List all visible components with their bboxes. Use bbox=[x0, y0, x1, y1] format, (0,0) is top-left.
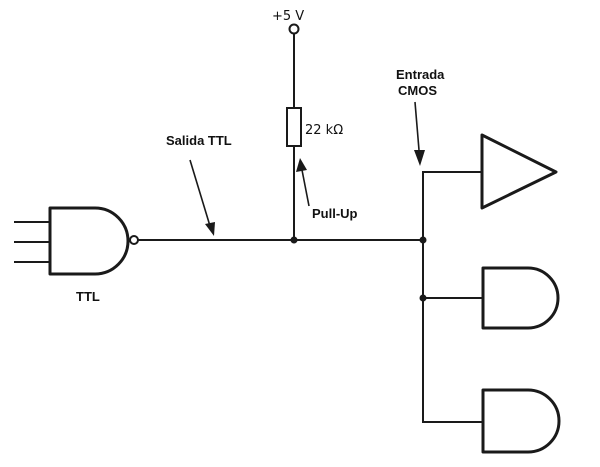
supply-terminal: +5 V bbox=[272, 9, 304, 35]
pull-up-resistor bbox=[286, 107, 302, 147]
ttl-output-arrow-head bbox=[205, 222, 215, 236]
cmos-buffer-gate bbox=[480, 133, 558, 210]
ttl-output-label: Salida TTL bbox=[166, 133, 232, 148]
cmos-and-gate-1 bbox=[481, 266, 560, 330]
cmos-input-arrow-head bbox=[414, 150, 425, 166]
bus-junction bbox=[419, 236, 427, 244]
supply-node bbox=[288, 23, 300, 35]
pull-up-label: Pull-Up bbox=[312, 206, 358, 221]
cmos-and-gate-2 bbox=[481, 388, 561, 454]
ttl-gate-label: TTL bbox=[76, 289, 100, 304]
and-gate-1-junction bbox=[419, 294, 427, 302]
cmos-input-arrow-line bbox=[414, 101, 420, 151]
ttl-output-arrow-line bbox=[189, 159, 211, 227]
cmos-input-label-line2: CMOS bbox=[398, 83, 437, 98]
resistor-value-label: 22 kΩ bbox=[305, 123, 343, 138]
cmos-input-label-line1: Entrada bbox=[396, 67, 445, 82]
pull-up-junction bbox=[290, 236, 298, 244]
ttl-nand-gate: TTL bbox=[14, 206, 139, 304]
pull-up-arrow-head bbox=[296, 158, 307, 172]
ttl-inverter-bubble bbox=[129, 235, 139, 245]
pull-up-arrow-line bbox=[301, 169, 310, 207]
ttl-gate-body bbox=[48, 206, 130, 276]
supply-label: +5 V bbox=[272, 9, 304, 24]
